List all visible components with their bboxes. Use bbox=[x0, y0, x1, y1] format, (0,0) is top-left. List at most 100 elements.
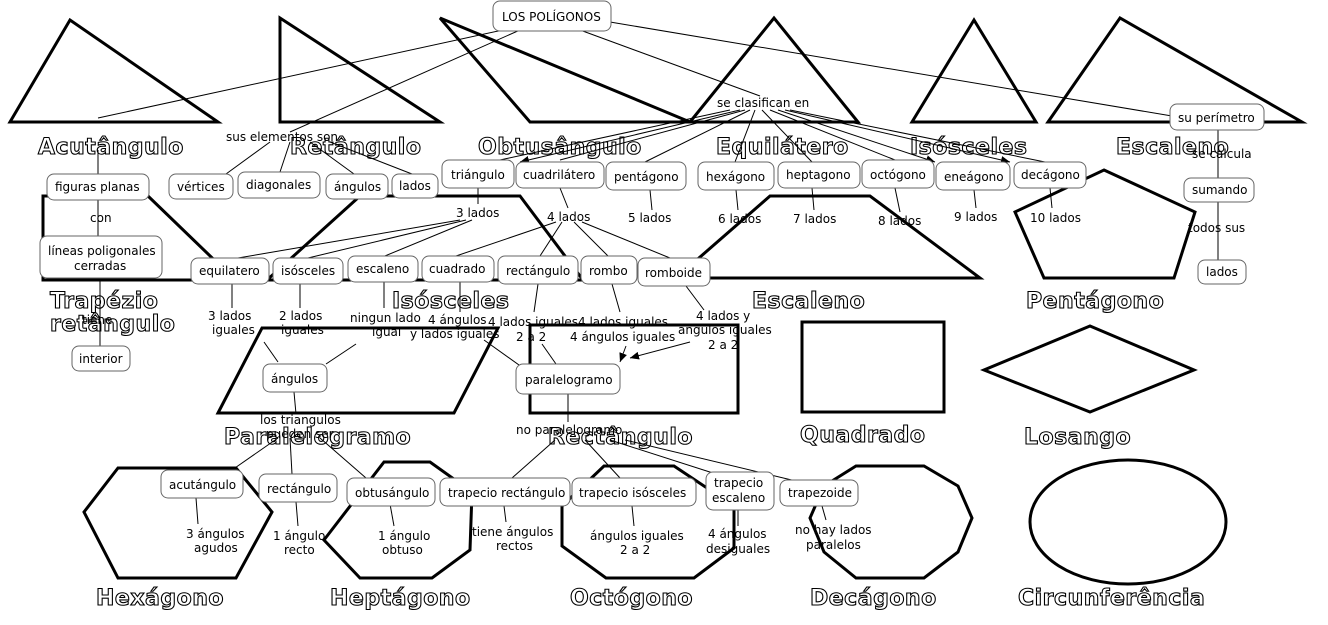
node-rombo[interactable]: rombo bbox=[580, 255, 638, 285]
node-eneagono[interactable]: eneágono bbox=[935, 161, 1011, 191]
circle-shape bbox=[1028, 458, 1228, 586]
node-label: cuadrado bbox=[429, 262, 485, 276]
node-cuadrilatero[interactable]: cuadrilátero bbox=[515, 161, 605, 189]
link-pueden-ser: pueden ser bbox=[266, 427, 334, 441]
node-angulos-top[interactable]: ángulos bbox=[325, 173, 389, 200]
link-1-angulo-recto: 1 ángulo bbox=[273, 529, 325, 543]
link-8-lados: 8 lados bbox=[878, 214, 921, 228]
acute-triangle-shape bbox=[7, 17, 223, 124]
link-angulos-iguales-2: 2 a 2 bbox=[620, 543, 650, 557]
link-con: con bbox=[90, 211, 112, 225]
caption-escaleno-mid: Escaleno bbox=[752, 289, 865, 314]
link-4-angulos-desiguales: 4 ángulos bbox=[708, 527, 767, 541]
caption-escaleno-top: Escaleno bbox=[1116, 135, 1229, 160]
node-label: eneágono bbox=[944, 170, 1004, 184]
caption-acutangulo: Acutângulo bbox=[38, 135, 184, 160]
node-vertices[interactable]: vértices bbox=[168, 173, 234, 200]
octagon-shape bbox=[560, 464, 736, 580]
node-pentagono[interactable]: pentágono bbox=[605, 161, 687, 191]
isosceles-triangle-shape bbox=[909, 17, 1039, 124]
connector-lines bbox=[97, 21, 1219, 527]
link-3-lados-iguales: 3 lados bbox=[208, 309, 251, 323]
heptagon-shape bbox=[322, 460, 474, 580]
caption-trapezio-retangulo: retângulo bbox=[50, 312, 175, 337]
rhombus-shape bbox=[980, 324, 1198, 414]
node-decagono[interactable]: decágono bbox=[1013, 161, 1087, 189]
link-ningun-lado: ningun lado bbox=[350, 311, 421, 325]
node-label: isósceles bbox=[281, 264, 335, 278]
node-label: triángulo bbox=[451, 168, 505, 182]
shape-captions: Acutângulo Retângulo Obtusângulo Equilát… bbox=[37, 134, 1229, 611]
link-2-lados-iguales: 2 lados bbox=[279, 309, 322, 323]
node-label: decágono bbox=[1021, 168, 1080, 182]
link-5-lados: 5 lados bbox=[628, 211, 671, 225]
link-no-paralelogramo: no paralelogramo bbox=[516, 423, 622, 437]
node-label: obtusángulo bbox=[355, 486, 429, 500]
node-label: escaleno bbox=[712, 491, 765, 505]
caption-isosceles-top: Isósceles bbox=[910, 135, 1028, 160]
node-paralelogramo[interactable]: paralelogramo bbox=[515, 363, 621, 395]
link-3-angulos-agudos-2: agudos bbox=[194, 541, 238, 555]
pentagon-shape bbox=[1013, 168, 1197, 280]
node-los-poligonos[interactable]: LOS POLÍGONOS bbox=[492, 0, 612, 32]
node-isosceles[interactable]: isósceles bbox=[272, 257, 344, 285]
node-label: hexágono bbox=[706, 170, 765, 184]
link-ningun-lado-2: igual bbox=[372, 325, 401, 339]
node-trapecio-rectangulo[interactable]: trapecio rectángulo bbox=[439, 477, 571, 507]
node-label: interior bbox=[79, 352, 123, 366]
node-rectangulo-tri[interactable]: rectángulo bbox=[258, 473, 338, 503]
node-label: rectángulo bbox=[267, 482, 331, 496]
node-label: vértices bbox=[177, 180, 225, 194]
link-tiene: tiene bbox=[82, 313, 112, 327]
node-figuras-planas[interactable]: figuras planas bbox=[46, 173, 150, 201]
link-2-lados-iguales-2: iguales bbox=[281, 323, 324, 337]
link-9-lados: 9 lados bbox=[954, 210, 997, 224]
node-interior[interactable]: interior bbox=[71, 345, 131, 372]
node-trapecio-isosceles[interactable]: trapecio isósceles bbox=[571, 477, 697, 507]
node-lados-top[interactable]: lados bbox=[391, 173, 439, 199]
link-1-angulo-obtuso: 1 ángulo bbox=[378, 529, 430, 543]
caption-hexagono: Hexágono bbox=[96, 586, 224, 611]
node-escaleno[interactable]: escaleno bbox=[347, 255, 419, 283]
square-shape bbox=[800, 320, 946, 414]
node-label: su perímetro bbox=[1178, 111, 1255, 125]
link-4-angulos: 4 ángulos bbox=[428, 313, 487, 327]
node-diagonales[interactable]: diagonales bbox=[237, 171, 321, 199]
node-label: paralelogramo bbox=[525, 373, 613, 387]
link-4-lados-y: 4 lados y bbox=[696, 309, 750, 323]
node-obtusangulo[interactable]: obtusángulo bbox=[346, 477, 436, 507]
obtuse-triangle-shape bbox=[438, 16, 691, 124]
link-6-lados: 6 lados bbox=[718, 212, 761, 226]
node-cuadrado[interactable]: cuadrado bbox=[421, 255, 495, 283]
link-4-lados-iguales-2a2-2: 2 a 2 bbox=[516, 330, 546, 344]
caption-octogono: Octógono bbox=[570, 586, 693, 611]
node-lados-right[interactable]: lados bbox=[1197, 259, 1247, 285]
node-heptagono[interactable]: heptagono bbox=[777, 161, 861, 189]
node-label: LOS POLÍGONOS bbox=[502, 9, 601, 24]
node-equilatero[interactable]: equilatero bbox=[190, 257, 270, 285]
caption-paralelogramo: Paralelogramo bbox=[224, 425, 411, 450]
node-su-perimetro[interactable]: su perímetro bbox=[1169, 103, 1265, 131]
node-angulos-mid[interactable]: ángulos bbox=[262, 363, 328, 393]
node-romboide[interactable]: romboide bbox=[637, 257, 711, 287]
link-7-lados: 7 lados bbox=[793, 212, 836, 226]
node-trapezoide[interactable]: trapezoide bbox=[779, 479, 859, 507]
node-acutangulo[interactable]: acutángulo bbox=[160, 469, 244, 499]
node-label: figuras planas bbox=[55, 180, 140, 194]
node-label: lados bbox=[399, 179, 431, 193]
link-se-clasifican-en: se clasifican en bbox=[717, 96, 809, 110]
link-10-lados: 10 lados bbox=[1030, 211, 1081, 225]
decagon-shape bbox=[808, 464, 974, 580]
node-triangulo[interactable]: triángulo bbox=[441, 159, 515, 189]
node-label: lados bbox=[1206, 265, 1238, 279]
link-3-lados-iguales-2: iguales bbox=[212, 323, 255, 337]
node-rectangulo[interactable]: rectángulo bbox=[497, 255, 579, 285]
node-sumando[interactable]: sumando bbox=[1183, 177, 1255, 203]
link-no-hay-lados-2: paralelos bbox=[806, 538, 861, 552]
node-hexagono[interactable]: hexágono bbox=[697, 161, 775, 191]
node-label: trapecio rectángulo bbox=[448, 486, 565, 500]
node-octogono[interactable]: octógono bbox=[861, 159, 935, 189]
node-label: ángulos bbox=[271, 372, 318, 386]
